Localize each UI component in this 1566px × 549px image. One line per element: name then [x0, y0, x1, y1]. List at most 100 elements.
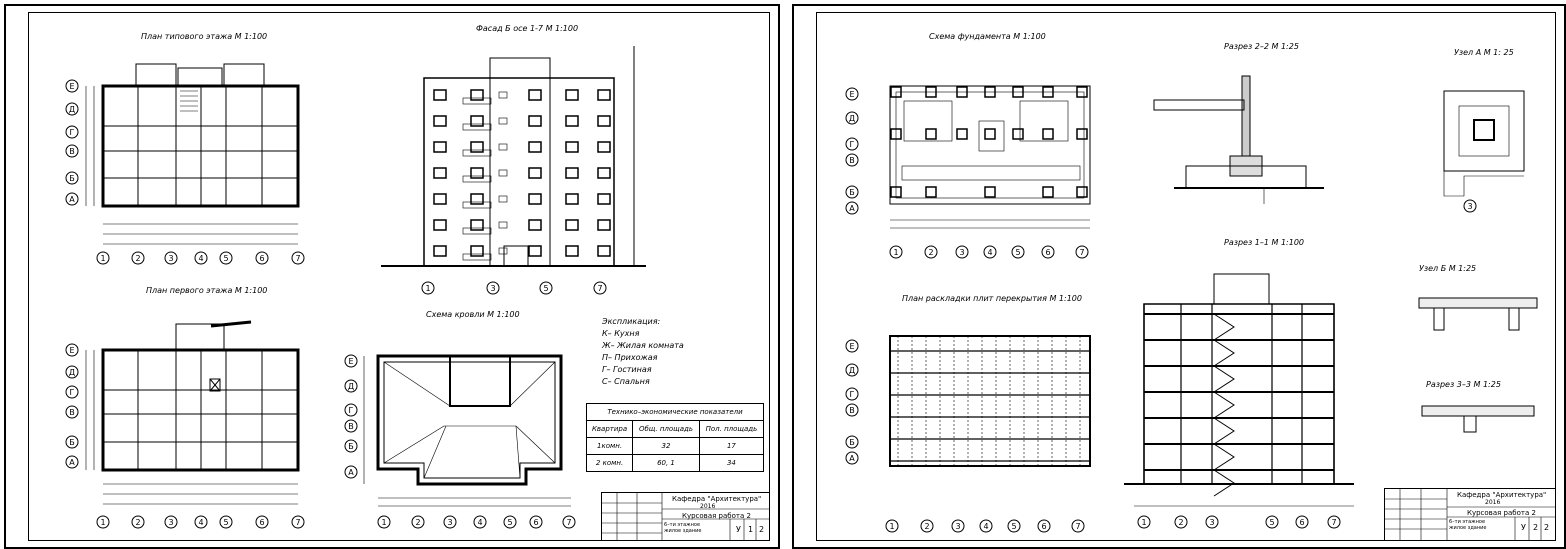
- window: [470, 167, 484, 179]
- window: [470, 245, 484, 257]
- legend-item: С– Спальня: [602, 377, 650, 386]
- section22-drawing: [1153, 75, 1324, 204]
- left-sheet-frame: [28, 12, 770, 541]
- axis-label: А: [69, 458, 75, 467]
- axis-label: В: [348, 422, 354, 431]
- axis-label: 5: [543, 284, 548, 293]
- stair-window: [498, 221, 508, 229]
- window: [597, 141, 611, 153]
- tep-cell: 1комн.: [585, 437, 634, 455]
- axis-bubble: [473, 515, 487, 529]
- stair-flight: [1213, 365, 1235, 393]
- tb-name: 6–ти этажное жилое здание: [1449, 519, 1487, 531]
- title-block-left: Кафедра "Архитектура" 2016 Курсовая рабо…: [601, 492, 770, 541]
- axis-label: В: [69, 147, 75, 156]
- facade-drawing: [381, 46, 646, 267]
- window: [597, 167, 611, 179]
- balcony: [462, 97, 492, 105]
- foundation-title: Схема фундамента М 1:100: [929, 32, 1046, 41]
- tb-work: Курсовая работа 2: [682, 512, 751, 520]
- axis-bubble: [1205, 515, 1219, 529]
- foundation-pad: [1076, 86, 1088, 98]
- axis-bubble: [1327, 515, 1341, 529]
- balcony: [462, 253, 492, 261]
- window: [528, 167, 542, 179]
- axis-bubble: [65, 385, 79, 399]
- axis-label: 3: [959, 248, 964, 257]
- foundation-pad: [984, 128, 996, 140]
- axis-bubble: [1075, 245, 1089, 259]
- window: [528, 219, 542, 231]
- slab-grid: [890, 336, 1090, 466]
- foundation-pad: [925, 186, 937, 198]
- tb-sheet: 1: [748, 525, 754, 534]
- axis-label: 4: [987, 248, 992, 257]
- axis-bubble: [65, 171, 79, 185]
- axis-label: Г: [70, 128, 75, 137]
- stair-flight: [1213, 339, 1235, 367]
- legend-item: Г– Гостиная: [602, 365, 652, 374]
- tb-sheets: 2: [1544, 523, 1550, 532]
- window: [565, 89, 579, 101]
- axis-label: Б: [69, 174, 75, 183]
- axis-bubble: [1007, 519, 1021, 533]
- plan-first-drawing: [101, 320, 300, 472]
- axis-label: Б: [348, 442, 354, 451]
- axis-label: 3: [447, 518, 452, 527]
- tep-header: Пол. площадь: [698, 420, 765, 438]
- axis-bubble: [1265, 515, 1279, 529]
- axis-label: 2: [135, 254, 140, 263]
- axis-label: 7: [1331, 518, 1336, 527]
- axis-bubble: [845, 111, 859, 125]
- section33-title: Разрез 3–3 М 1:25: [1426, 380, 1501, 389]
- window: [470, 115, 484, 127]
- foundation-pad: [956, 128, 968, 140]
- axis-label: 1: [100, 254, 105, 263]
- window: [597, 219, 611, 231]
- plan-first-title: План первого этажа М 1:100: [146, 286, 268, 295]
- axis-label: 7: [1075, 522, 1080, 531]
- axis-bubble: [344, 403, 358, 417]
- axis-bubble: [291, 515, 305, 529]
- tep-table: Технико–экономические показатели Квартир…: [585, 403, 765, 472]
- axis-bubble: [1041, 245, 1055, 259]
- axis-bubble: [255, 515, 269, 529]
- axis-label: 3: [168, 518, 173, 527]
- window: [528, 141, 542, 153]
- plan-typical-drawing: [101, 63, 300, 208]
- axis-bubble: [924, 245, 938, 259]
- axis-label: Е: [348, 357, 353, 366]
- axis-bubble: [164, 515, 178, 529]
- axis-bubble: [131, 515, 145, 529]
- axis-bubble: [65, 79, 79, 93]
- axis-label: Е: [849, 342, 854, 351]
- axis-label: 3: [1467, 202, 1472, 211]
- axis-label: Г: [349, 406, 354, 415]
- axis-bubble: [562, 515, 576, 529]
- section-floors: [1143, 304, 1335, 497]
- axis-label: Г: [850, 390, 855, 399]
- tep-title: Технико–экономические показатели: [586, 403, 764, 421]
- tb-work: Курсовая работа 2: [1467, 509, 1536, 517]
- axis-bubble: [194, 515, 208, 529]
- axis-label: Д: [849, 114, 855, 123]
- foundation-pad: [1042, 86, 1054, 98]
- axis-bubble: [65, 125, 79, 139]
- foundation-pad: [1012, 128, 1024, 140]
- axis-label: 7: [295, 254, 300, 263]
- axis-bubble: [65, 144, 79, 158]
- axis-label: 6: [533, 518, 538, 527]
- balcony: [462, 175, 492, 183]
- axis-bubble: [291, 251, 305, 265]
- plan-typical-title: План типового этажа М 1:100: [141, 32, 268, 41]
- axis-bubble: [164, 251, 178, 265]
- axis-bubble: [65, 455, 79, 469]
- right-sheet: Схема фундамента М 1:100 Разрез 2–2 М 1:…: [792, 4, 1566, 549]
- axis-bubble: [920, 519, 934, 533]
- axis-label: 1: [425, 284, 430, 293]
- tep-cell: 2 комн.: [585, 454, 634, 472]
- axis-label: А: [69, 195, 75, 204]
- axis-bubble: [1174, 515, 1188, 529]
- axis-bubble: [845, 363, 859, 377]
